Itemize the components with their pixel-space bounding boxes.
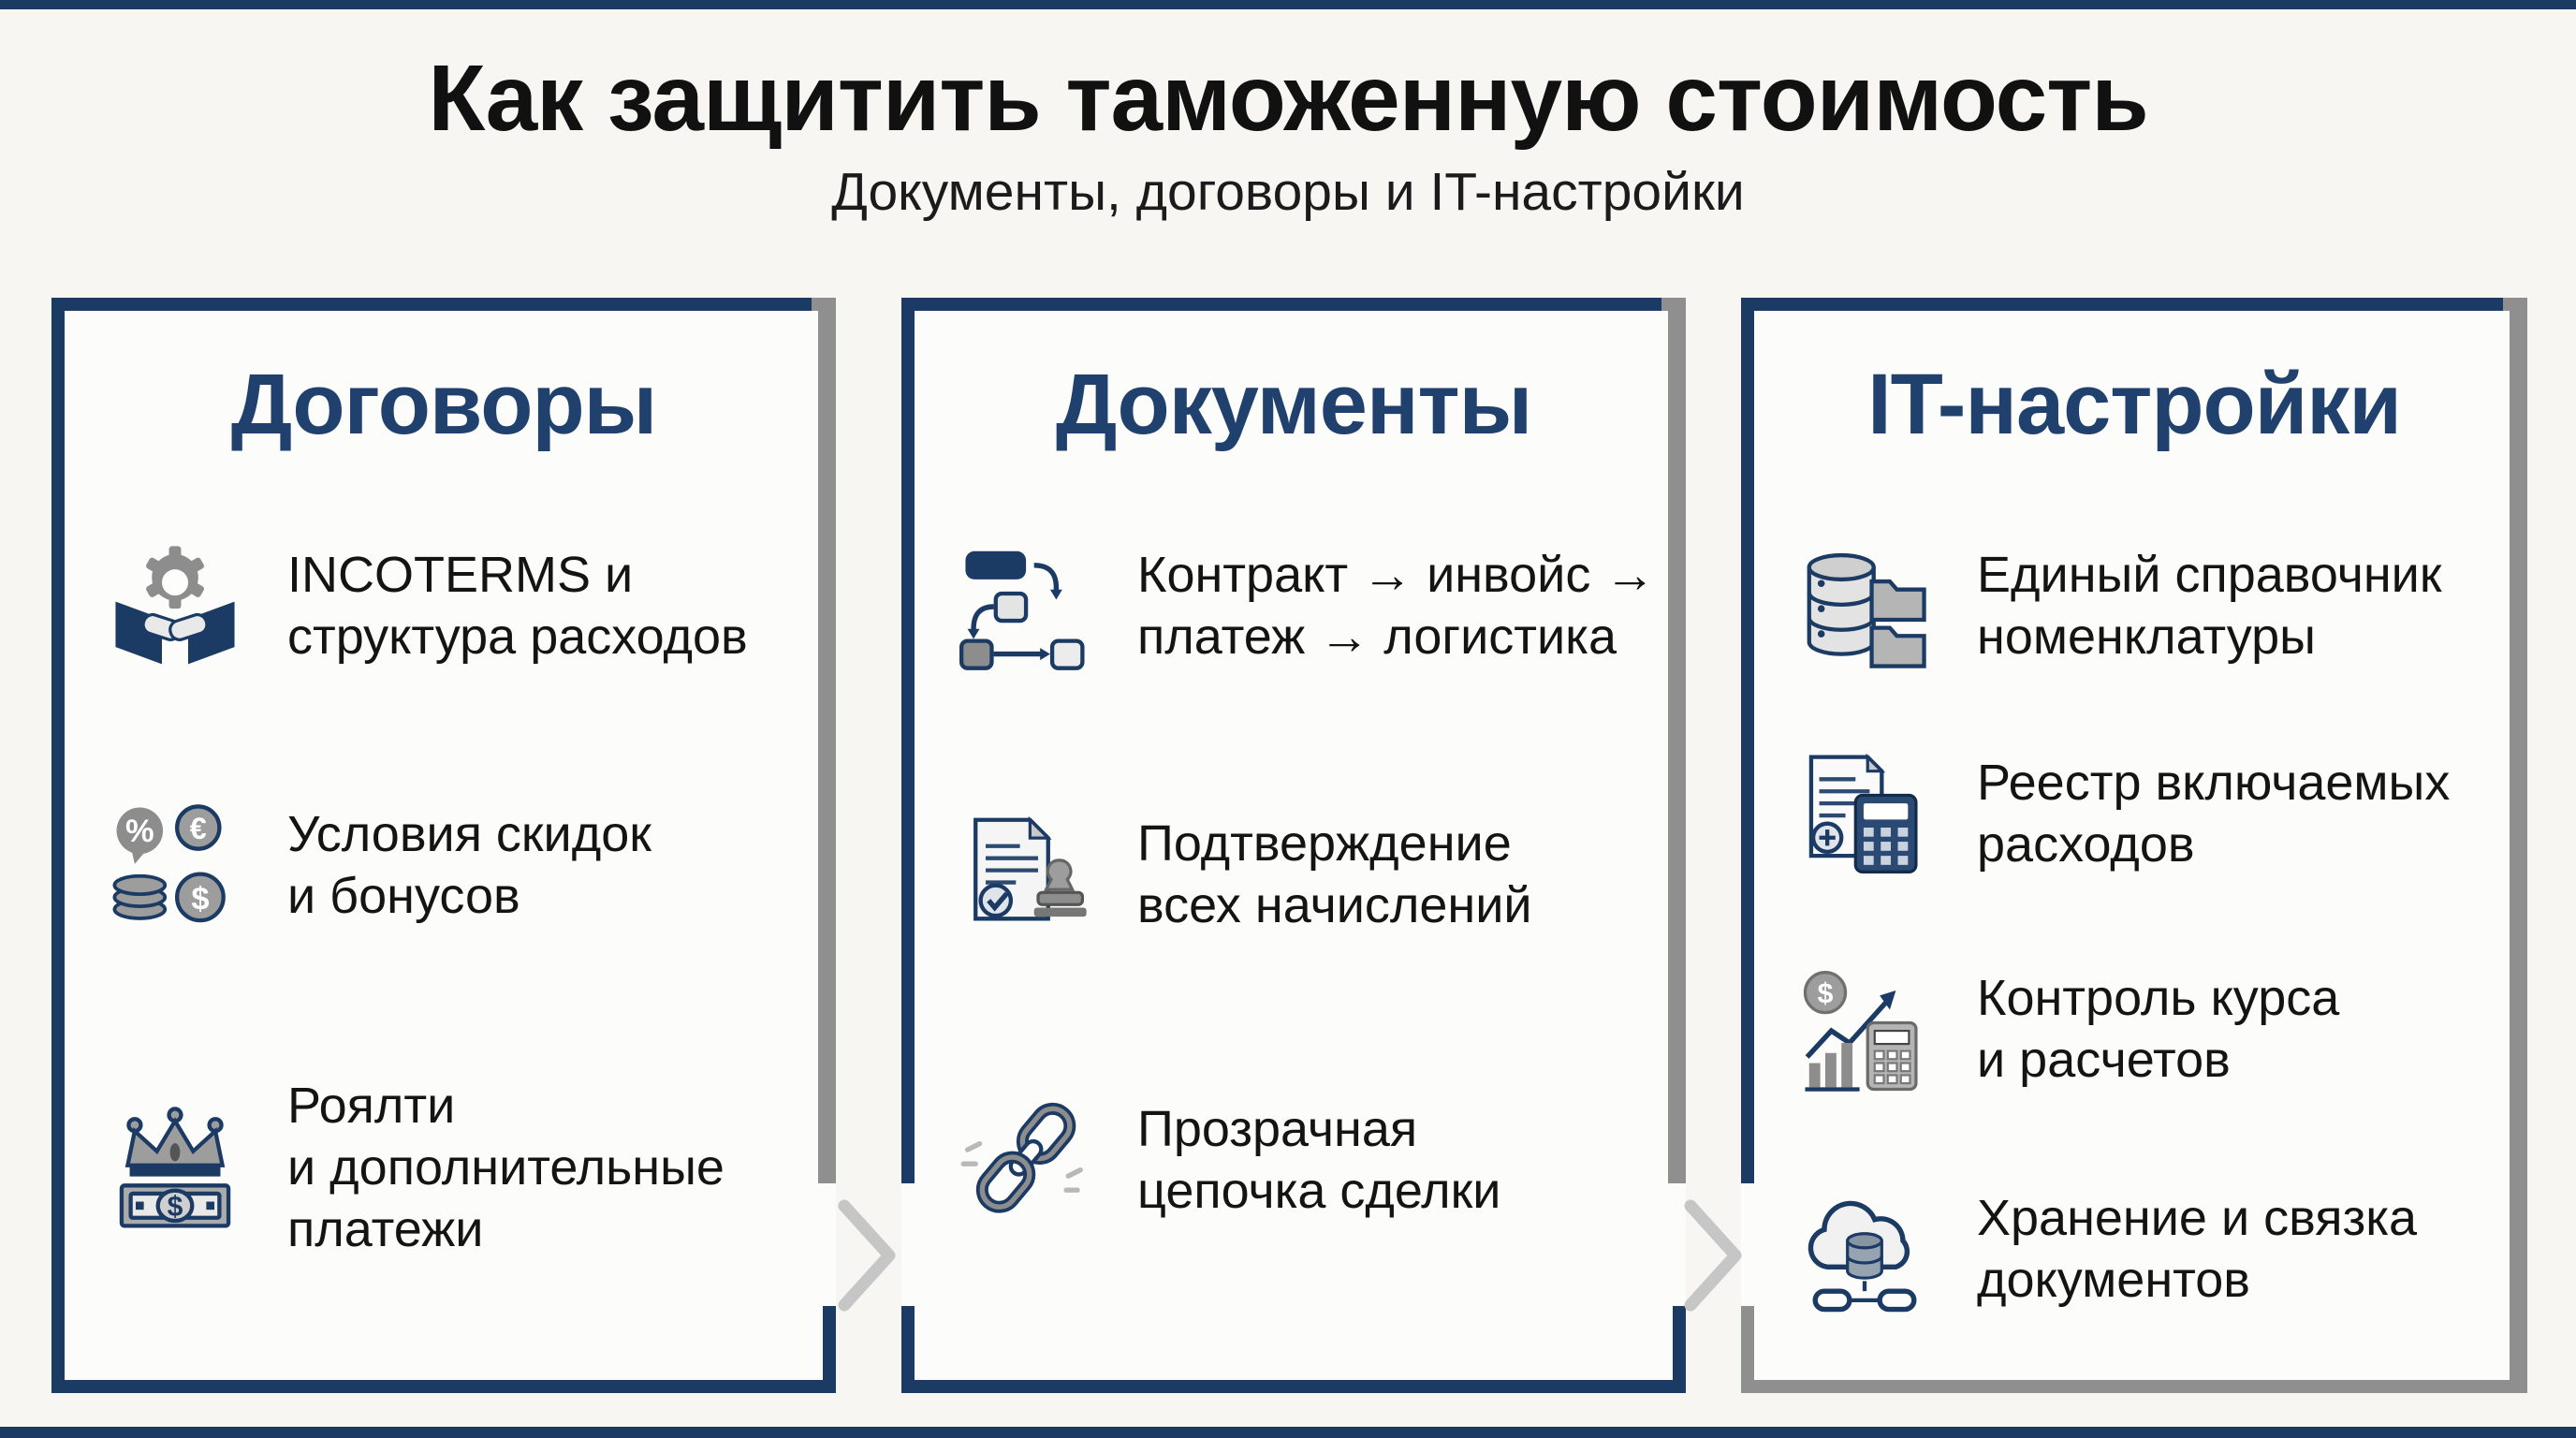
list-item: Единый справочник номенклатуры [1799, 536, 2499, 677]
card-border [823, 1306, 836, 1393]
card-border [51, 298, 65, 1393]
card-shadow [818, 298, 836, 1183]
list-item: Хранение и связка документов [1799, 1180, 2499, 1320]
page-title: Как защитить таможенную стоимость [428, 46, 2148, 151]
item-text: Подтверждение всех начислений [1137, 815, 1532, 933]
card-border [51, 1380, 836, 1393]
item-text: Контроль курса и расчетов [1977, 970, 2340, 1088]
card-border [1741, 298, 2503, 311]
card-it-settings: IT-настройки Единый справочник номенкла [1741, 298, 2527, 1393]
handshake-gear-icon [110, 541, 241, 672]
item-text: Роялти и дополнительные платежи [287, 1078, 724, 1257]
list-item: $ Роялти и дополнительные платежи [110, 1078, 808, 1257]
discounts-bonuses-icon: % € $ [110, 800, 241, 932]
database-folders-icon [1799, 541, 1930, 672]
list-item: % € $ Условия скидок и бонусов [110, 796, 808, 936]
card-border [901, 1380, 1686, 1393]
exchange-rate-icon: $ [1799, 964, 1930, 1095]
card-border [51, 298, 812, 311]
item-text: Единый справочник номенклатуры [1977, 547, 2442, 665]
item-text: Хранение и связка документов [1977, 1190, 2418, 1308]
card-shadow [1668, 298, 1686, 1183]
item-text: Реестр включаемых расходов [1977, 755, 2451, 873]
item-text: Контракт → инвойс → платеж → логистика [1137, 547, 1656, 665]
card-border [901, 298, 1661, 311]
svg-text:$: $ [191, 881, 209, 917]
card-header-it-settings: IT-настройки [1867, 357, 2402, 452]
svg-text:$: $ [168, 1192, 183, 1223]
card-border [901, 1306, 915, 1393]
list-item: Контракт → инвойс → платеж → логистика [959, 536, 1658, 677]
bottom-accent-bar [0, 1427, 2576, 1438]
chevron-right-icon [1683, 1198, 1745, 1313]
royalty-money-icon: $ [110, 1103, 241, 1234]
card-header-documents: Документы [1055, 357, 1532, 452]
card-contracts: Договоры [51, 298, 836, 1393]
list-item: $ Контроль курса и расчетов [1799, 960, 2499, 1100]
page-subtitle: Документы, договоры и IT-настройки [831, 162, 1745, 222]
stamped-document-icon [959, 810, 1090, 941]
item-text: Прозрачная цепочка сделки [1137, 1101, 1501, 1219]
card-shadow [2510, 298, 2527, 1393]
card-border [901, 298, 915, 1183]
list-item: Подтверждение всех начислений [959, 805, 1658, 946]
list-item: Прозрачная цепочка сделки [959, 1091, 1658, 1231]
card-border [1673, 1306, 1686, 1393]
card-shadow [1741, 1306, 1754, 1393]
card-documents: Документы Контракт → инвойс → платеж → л… [901, 298, 1686, 1393]
item-text: Условия скидок и бонусов [287, 806, 651, 924]
svg-text:$: $ [1818, 978, 1834, 1009]
svg-text:€: € [190, 812, 207, 845]
list-item: Реестр включаемых расходов [1799, 744, 2499, 885]
card-header-contracts: Договоры [230, 357, 657, 452]
card-border [1741, 298, 1754, 1183]
expense-register-icon [1799, 749, 1930, 880]
chain-link-icon [959, 1095, 1090, 1226]
top-accent-bar [0, 0, 2576, 9]
cloud-storage-icon [1799, 1184, 1930, 1315]
item-text: INCOTERMS и структура расходов [287, 547, 748, 665]
card-shadow [1741, 1380, 2527, 1393]
list-item: INCOTERMS и структура расходов [110, 536, 808, 677]
svg-text:%: % [125, 814, 154, 849]
chevron-right-icon [837, 1198, 899, 1313]
flowchart-icon [959, 541, 1090, 672]
